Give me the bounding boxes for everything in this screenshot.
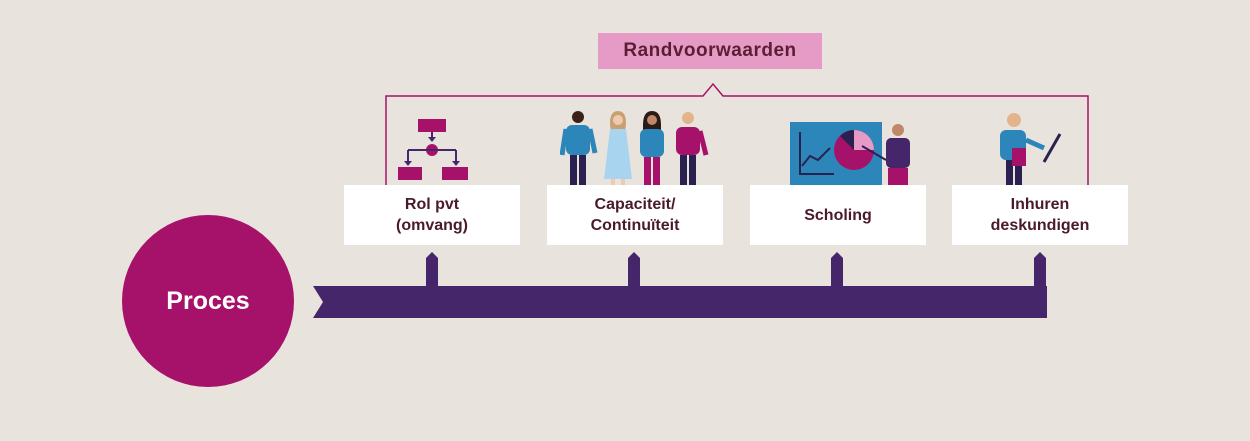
timeline-connector [831, 252, 843, 286]
person-icon [640, 111, 664, 185]
randvoorwaarden-label: Randvoorwaarden [598, 33, 822, 69]
flowchart-icon [398, 119, 468, 180]
step-capaciteit: Capaciteit/ Continuïteit [547, 185, 723, 245]
person-icon [676, 112, 709, 185]
step-label-line1: Rol pvt [404, 196, 460, 213]
step-scholing: Scholing [750, 185, 926, 245]
timeline-connector [1034, 252, 1046, 286]
proces-label: Proces [166, 286, 250, 315]
proces-circle: Proces [122, 215, 294, 387]
presentation-icon [790, 122, 910, 186]
person-icon [604, 111, 632, 185]
step-label-line2: Continuïteit [590, 217, 680, 234]
timeline-connector [628, 252, 640, 286]
timeline-connector [426, 252, 438, 286]
step-rol-pvt: Rol pvt (omvang) [344, 185, 520, 245]
step-label-line2: deskundigen [990, 217, 1090, 234]
step-label-line1: Capaciteit/ [594, 196, 676, 213]
step-label-line1: Scholing [804, 206, 872, 224]
step-label-line1: Inhuren [1010, 196, 1070, 213]
presenter-icon [1000, 113, 1062, 186]
person-icon [560, 111, 598, 185]
step-inhuren-deskundigen: Inhuren deskundigen [952, 185, 1128, 245]
step-label-line2: (omvang) [396, 217, 468, 234]
people-group-icon [560, 111, 709, 185]
